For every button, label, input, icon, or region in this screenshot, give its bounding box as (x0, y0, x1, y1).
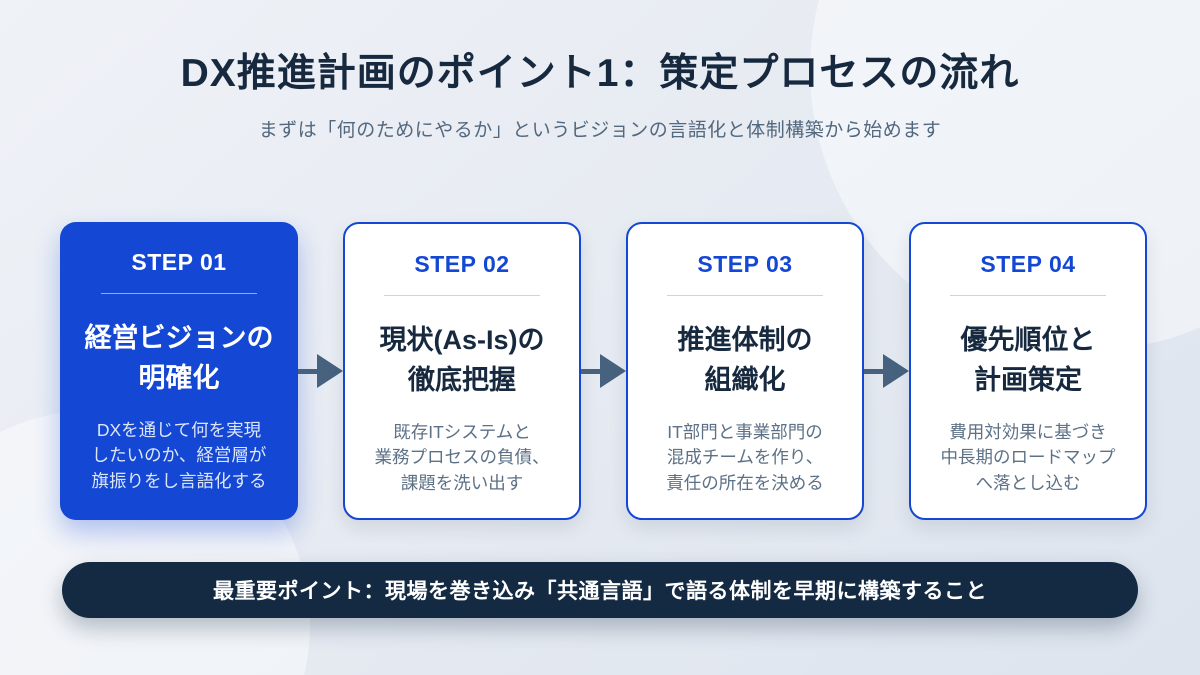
step-divider (384, 295, 540, 296)
step-description-line: 業務プロセスの負債、 (374, 447, 550, 468)
step-title-line: 計画策定 (974, 364, 1082, 395)
step-card-04: STEP 04 優先順位と 計画策定 費用対効果に基づき 中長期のロードマップ … (909, 222, 1147, 520)
flow-arrow-cell (298, 222, 343, 520)
page-title: DX推進計画のポイント1：策定プロセスの流れ (180, 52, 1020, 95)
step-description: 費用対効果に基づき 中長期のロードマップ へ落とし込む (925, 420, 1131, 496)
step-title-line: 推進体制の (677, 325, 813, 355)
step-title-line: 明確化 (138, 362, 220, 393)
step-label: STEP 02 (414, 251, 510, 277)
arrow-right-icon (298, 354, 343, 388)
step-card-01: STEP 01 経営ビジョンの 明確化 DXを通じて何を実現 したいのか、経営層… (60, 222, 298, 520)
key-point-text: 最重要ポイント：現場を巻き込み「共通言語」で語る体制を早期に構築すること (213, 580, 987, 603)
flow-arrow-cell (581, 222, 626, 520)
step-title: 推進体制の 組織化 (642, 321, 848, 401)
step-description-line: IT部門と事業部門の (667, 421, 823, 442)
step-label: STEP 01 (131, 249, 227, 275)
step-description-line: 混成チームを作り、 (666, 447, 824, 468)
step-card-03: STEP 03 推進体制の 組織化 IT部門と事業部門の 混成チームを作り、 責… (626, 222, 864, 520)
step-description: DXを通じて何を実現 したいのか、経営層が 旗振りをし言語化する (74, 418, 284, 494)
step-description-line: 既存ITシステムと (393, 421, 531, 442)
step-title: 現状(As-Is)の 徹底把握 (359, 321, 565, 401)
step-description-line: 費用対効果に基づき (949, 421, 1107, 442)
arrow-right-icon (864, 354, 909, 388)
step-title-line: 経営ビジョンの (84, 323, 274, 353)
step-label: STEP 04 (980, 251, 1076, 277)
page-subtitle: まずは「何のためにやるか」というビジョンの言語化と体制構築から始めます (258, 120, 942, 141)
step-divider (950, 295, 1106, 296)
step-title-line: 徹底把握 (408, 364, 516, 395)
step-description-line: したいのか、経営層が (91, 445, 267, 466)
step-description-line: 中長期のロードマップ (940, 447, 1116, 468)
step-description: 既存ITシステムと 業務プロセスの負債、 課題を洗い出す (359, 420, 565, 496)
step-label: STEP 03 (697, 251, 793, 277)
step-divider (101, 293, 257, 294)
step-title-line: 組織化 (704, 364, 786, 395)
header: DX推進計画のポイント1：策定プロセスの流れ まずは「何のためにやるか」というビ… (0, 0, 1200, 142)
step-description-line: DXを通じて何を実現 (96, 419, 262, 440)
key-point-banner: 最重要ポイント：現場を巻き込み「共通言語」で語る体制を早期に構築すること (62, 562, 1138, 618)
step-description-line: 責任の所在を決める (666, 472, 824, 493)
step-description: IT部門と事業部門の 混成チームを作り、 責任の所在を決める (642, 420, 848, 496)
step-description-line: 課題を洗い出す (400, 472, 524, 493)
step-divider (667, 295, 823, 296)
step-card-02: STEP 02 現状(As-Is)の 徹底把握 既存ITシステムと 業務プロセス… (343, 222, 581, 520)
step-description-line: 旗振りをし言語化する (91, 470, 267, 491)
step-description-line: へ落とし込む (975, 472, 1081, 493)
step-title: 優先順位と 計画策定 (925, 321, 1131, 401)
arrow-right-icon (581, 354, 626, 388)
step-title-line: 現状(As-Is)の (379, 325, 545, 355)
flow-arrow-cell (864, 222, 909, 520)
process-flow: STEP 01 経営ビジョンの 明確化 DXを通じて何を実現 したいのか、経営層… (60, 222, 1147, 520)
step-title: 経営ビジョンの 明確化 (74, 319, 284, 399)
step-title-line: 優先順位と (960, 325, 1096, 355)
